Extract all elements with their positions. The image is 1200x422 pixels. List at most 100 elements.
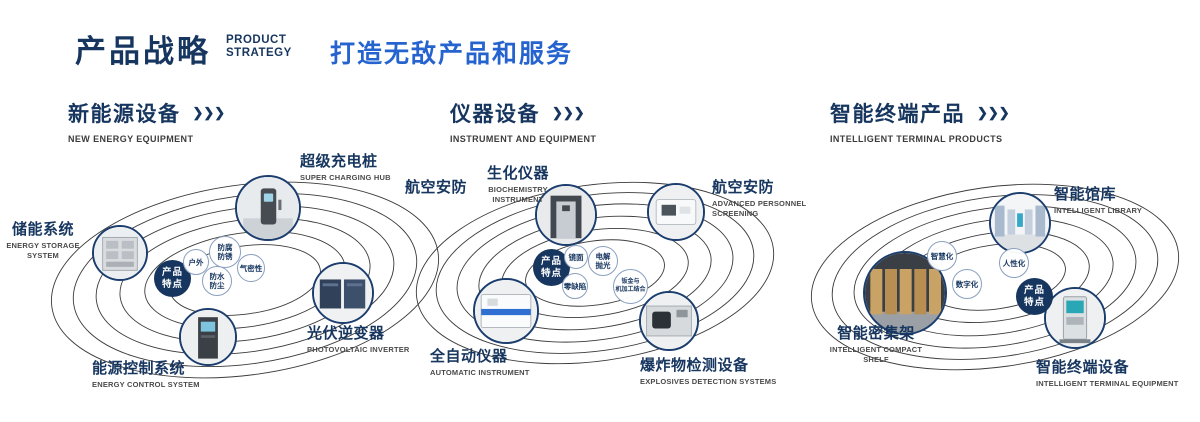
bubble-text: 气密性	[239, 263, 263, 273]
product-photo-biochemistry-instrument	[535, 184, 597, 246]
badge-line: 特点	[161, 278, 183, 290]
product-label-energy-storage: 储能系统 ENERGY STORAGE SYSTEM	[2, 218, 84, 261]
product-name-cn: 航空安防	[712, 179, 775, 196]
product-name-en: INTELLIGENT COMPACT SHELF	[829, 345, 923, 364]
feature-bubble: 气密性	[237, 254, 265, 282]
section-title-row: 仪器设备 ❯❯❯	[450, 98, 596, 128]
slogan: 打造无敌产品和服务	[330, 40, 574, 68]
bubble-text: 钣金与	[621, 279, 640, 286]
product-label-automatic-instrument: 全自动仪器 AUTOMATIC INSTRUMENT	[430, 345, 550, 378]
product-name-en: ENERGY CONTROL SYSTEM	[92, 380, 200, 389]
feature-bubble: 零缺陷	[562, 273, 588, 299]
battery-cabinet-icon	[94, 227, 146, 279]
product-label-explosives-detection: 爆炸物检测设备 EXPLOSIVES DETECTION SYSTEMS	[640, 354, 785, 387]
bubble-text: 机加工结合	[615, 286, 646, 293]
product-name-en: INTELLIGENT TERMINAL EQUIPMENT	[1036, 379, 1179, 388]
product-name-en: EXPLOSIVES DETECTION SYSTEMS	[640, 377, 777, 386]
page-title-en: PRODUCT STRATEGY	[226, 34, 292, 60]
orbit-ellipses-new-energy	[50, 181, 440, 379]
product-name-cn: 储能系统	[11, 221, 74, 238]
section-title-row: 智能终端产品 ❯❯❯	[830, 98, 1010, 128]
product-photo-photovoltaic-inverter	[312, 262, 374, 324]
bubble-text: 零缺陷	[563, 281, 587, 291]
product-name-en: AUTOMATIC INSTRUMENT	[430, 368, 530, 377]
badge-line: 特点	[540, 267, 562, 279]
product-name-cn: 智能终端设备	[1036, 359, 1130, 376]
control-cabinet-icon	[181, 310, 235, 364]
section-title: 仪器设备	[450, 103, 540, 126]
feature-bubble: 电解 抛光	[588, 246, 618, 276]
feature-bubble: 防水 防尘	[202, 266, 232, 296]
section-subtitle: INSTRUMENT AND EQUIPMENT	[450, 134, 597, 144]
inverter-cabinet-icon	[314, 264, 372, 322]
chevron-right-icon: ❯❯❯	[977, 105, 1010, 120]
bubble-text: 人性化	[1002, 258, 1026, 268]
product-name-en: ADVANCED PERSONNEL SCREENING	[712, 199, 807, 218]
charging-pile-icon	[237, 177, 299, 239]
screening-machine-icon	[649, 185, 703, 239]
feature-bubble: 户外	[183, 249, 209, 275]
bubble-text: 防水	[209, 272, 225, 281]
product-photo-intelligent-library	[989, 192, 1051, 254]
bubble-text: 防锈	[217, 252, 233, 261]
feature-bubble: 钣金与 机加工结合	[613, 269, 648, 304]
section-header-instruments: 仪器设备 ❯❯❯ INSTRUMENT AND EQUIPMENT	[450, 98, 596, 144]
product-name-cn: 爆炸物检测设备	[640, 357, 749, 374]
section-subtitle: INTELLIGENT TERMINAL PRODUCTS	[830, 134, 1003, 144]
page-title-en-line1: PRODUCT	[226, 34, 287, 46]
product-name-cn: 能源控制系统	[92, 360, 186, 377]
feature-bubble: 防腐 防锈	[209, 236, 241, 268]
badge-line: 产品	[161, 267, 183, 279]
product-photo-super-charging-hub	[235, 175, 301, 241]
badge-line: 特点	[1023, 296, 1045, 308]
product-photo-automatic-instrument	[473, 278, 539, 344]
library-interior-icon	[991, 194, 1049, 252]
product-name-cn: 智能馆库	[1054, 186, 1117, 203]
biochemistry-cabinet-icon	[537, 186, 595, 244]
section-title: 智能终端产品	[830, 103, 965, 126]
product-label-super-charging-hub: 超级充电桩 SUPER CHARGING HUB	[300, 150, 420, 183]
product-label-energy-control: 能源控制系统 ENERGY CONTROL SYSTEM	[92, 357, 222, 390]
analyzer-icon	[475, 280, 537, 342]
bubble-text: 数字化	[955, 279, 979, 289]
page-title: 产品战略	[75, 34, 211, 69]
section-header-new-energy: 新能源设备 ❯❯❯ NEW ENERGY EQUIPMENT	[68, 98, 225, 144]
product-label-compact-shelf: 智能密集架 INTELLIGENT COMPACT SHELF	[825, 322, 927, 365]
feature-bubble: 数字化	[952, 269, 982, 299]
section-title-row: 新能源设备 ❯❯❯	[68, 98, 225, 128]
product-label-intelligent-library: 智能馆库 INTELLIGENT LIBRARY	[1054, 183, 1164, 216]
product-name-cn: 智能密集架	[837, 325, 915, 342]
bubble-text: 电解	[595, 252, 611, 261]
product-photo-explosives-detection	[639, 291, 699, 351]
product-name-cn: 生化仪器	[486, 165, 549, 182]
product-photo-energy-control	[179, 308, 237, 366]
product-name-en: ENERGY STORAGE SYSTEM	[6, 241, 80, 260]
product-name-en: INTELLIGENT LIBRARY	[1054, 206, 1143, 215]
product-label-photovoltaic-inverter: 光伏逆变器 PHOTOVOLTAIC INVERTER	[307, 322, 427, 355]
feature-bubble: 人性化	[999, 248, 1029, 278]
feature-bubble: 智慧化	[927, 241, 957, 271]
product-name-en: PHOTOVOLTAIC INVERTER	[307, 345, 410, 354]
product-photo-personnel-screening	[647, 183, 705, 241]
badge-line: 产品	[540, 256, 562, 268]
label-aviation-security: 航空安防	[405, 179, 468, 196]
chevron-right-icon: ❯❯❯	[192, 105, 226, 120]
product-features-badge: 产品 特点	[1016, 278, 1053, 315]
section-subtitle: NEW ENERGY EQUIPMENT	[68, 134, 194, 144]
bubble-text: 抛光	[595, 261, 611, 270]
kiosk-icon	[1046, 289, 1104, 347]
product-features-badge: 产品 特点	[533, 249, 570, 286]
product-label-personnel-screening: 航空安防 ADVANCED PERSONNEL SCREENING	[712, 176, 812, 219]
product-name-en: BIOCHEMISTRY INSTRUMENT	[488, 185, 548, 204]
product-name-cn: 光伏逆变器	[307, 325, 385, 342]
section-header-intelligent-terminal: 智能终端产品 ❯❯❯ INTELLIGENT TERMINAL PRODUCTS	[830, 98, 1010, 144]
feature-bubble: 镜面	[564, 245, 588, 269]
bubble-text: 户外	[188, 257, 204, 267]
bubble-text: 防尘	[209, 281, 225, 290]
badge-line: 产品	[1023, 285, 1045, 297]
bubble-text: 智慧化	[930, 251, 954, 261]
product-label-terminal-equipment: 智能终端设备 INTELLIGENT TERMINAL EQUIPMENT	[1036, 356, 1186, 389]
xray-scanner-icon	[641, 293, 697, 349]
section-title: 新能源设备	[68, 103, 181, 126]
